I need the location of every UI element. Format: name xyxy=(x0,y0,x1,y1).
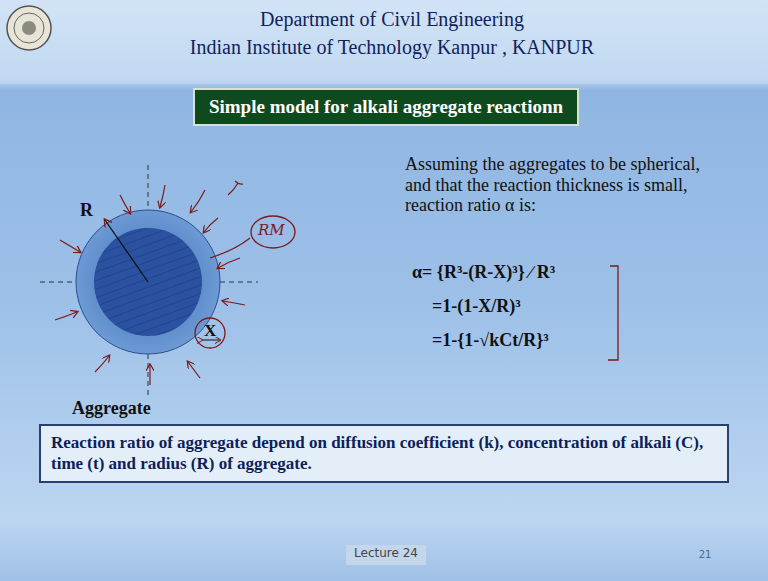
handwritten-circle xyxy=(195,318,225,348)
assumption-text: Assuming the aggregates to be spherical,… xyxy=(405,154,705,216)
handwritten-circle xyxy=(251,216,295,248)
equation-line: =1-(1-X/R)³ xyxy=(432,296,521,317)
summary-box: Reaction ratio of aggregate depend on di… xyxy=(39,424,729,483)
aggregate-outer xyxy=(76,210,220,354)
title-box: Simple model for alkali aggregate reacti… xyxy=(193,88,579,126)
institute-logo xyxy=(7,6,51,50)
radius-line xyxy=(105,220,148,282)
handwritten-bracket xyxy=(608,266,618,360)
handwritten-note: RM xyxy=(258,222,285,239)
slide-number: 21 xyxy=(699,549,712,561)
equation-line: =1-{1-√kCt/R}³ xyxy=(432,330,549,351)
header-text: Department of Civil Engineering xyxy=(260,8,524,31)
alkali-diffusion-arrows xyxy=(55,181,250,385)
header-band xyxy=(0,0,768,84)
equation-line: α= {R³-(R-X)³} ∕ R³ xyxy=(412,262,555,283)
radius-label: R xyxy=(80,200,93,221)
thickness-label: X xyxy=(204,321,216,341)
slide-title: Simple model for alkali aggregate reacti… xyxy=(209,95,563,119)
summary-text: Reaction ratio of aggregate depend on di… xyxy=(51,432,717,475)
header-text: Indian Institute of Technology Kanpur , … xyxy=(190,36,594,59)
aggregate-label: Aggregate xyxy=(72,398,151,419)
lecture-number: Lecture 24 xyxy=(354,547,418,561)
footer-tab xyxy=(346,545,426,565)
